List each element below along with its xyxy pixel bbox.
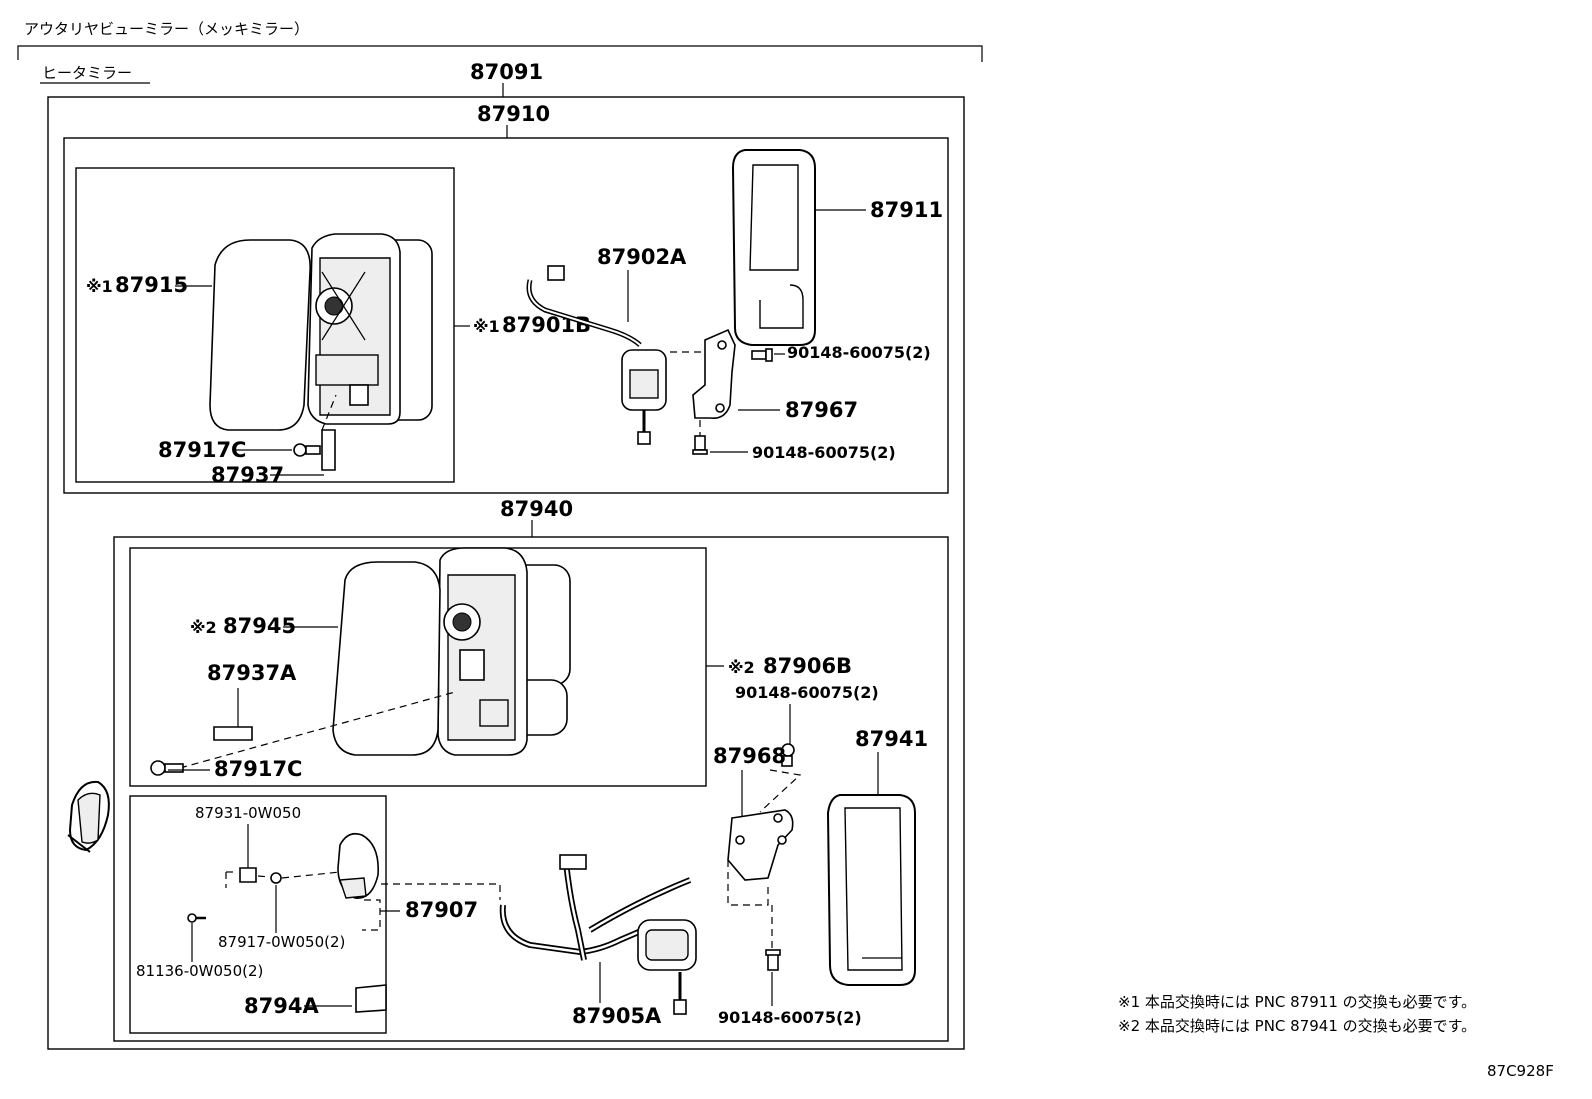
- note-mark-1-87901B: ※1: [473, 317, 500, 336]
- nut-87917-0W050: [270, 872, 282, 884]
- label-87931-0W050: 87931-0W050: [195, 804, 301, 822]
- label-87917-0W050: 87917-0W050(2): [218, 933, 345, 951]
- label-87911: 87911: [870, 198, 943, 222]
- label-81136-0W050: 81136-0W050(2): [136, 962, 263, 980]
- bracket-87937A: [213, 726, 253, 741]
- diagram-subtitle: ヒータミラー: [42, 64, 132, 82]
- assembly-box-87910: [63, 137, 949, 494]
- footnote-1: ※1 本品交換時には PNC 87911 の交換も必要です。: [1118, 993, 1476, 1011]
- harness-87905A: [499, 854, 697, 1015]
- subassembly-box-87901B: [75, 167, 455, 483]
- label-87940: 87940: [500, 497, 573, 521]
- screw-90148-upper-a: [751, 348, 773, 362]
- screw-87917C-upper: [293, 443, 321, 457]
- bracket-87968: [727, 809, 794, 881]
- label-87091: 87091: [470, 60, 543, 84]
- mirror-glass-87915: [209, 239, 311, 431]
- label-87917C-lower: 87917C: [214, 757, 302, 781]
- label-87906B: 87906B: [763, 654, 852, 678]
- diagram-title: アウタリヤビューミラー（メッキミラー）: [24, 20, 309, 38]
- assembly-box-87940: [113, 536, 949, 1042]
- mirror-glass-87945: [332, 561, 441, 756]
- cover-87941: [826, 794, 916, 986]
- subassembly-box-lamp: [129, 795, 387, 1034]
- mirror-head-lower: [437, 547, 571, 756]
- note-mark-2-87906B: ※2: [728, 658, 755, 677]
- mirror-head-upper: [307, 233, 433, 425]
- label-90148-lower-c: 90148-60075(2): [735, 683, 879, 702]
- screw-90148-lower-d: [765, 949, 781, 971]
- bracket-87967: [692, 328, 736, 420]
- motor-87902A: [526, 265, 667, 445]
- screw-90148-upper-b: [692, 435, 708, 455]
- label-87901B: 87901B: [502, 313, 591, 337]
- note-mark-2-87945: ※2: [190, 618, 217, 637]
- label-87907: 87907: [405, 898, 478, 922]
- label-87905A: 87905A: [572, 1004, 662, 1028]
- label-90148-lower-d: 90148-60075(2): [718, 1008, 862, 1027]
- mirror-location-icon: [67, 780, 110, 853]
- note-mark-1-87915: ※1: [86, 277, 113, 296]
- label-87902A: 87902A: [597, 245, 687, 269]
- cover-87911: [731, 149, 816, 346]
- lamp-bracket-87931: [239, 867, 257, 883]
- screw-90148-lower-c: [781, 743, 795, 767]
- label-87937A: 87937A: [207, 661, 297, 685]
- assembly-box-87091: [47, 96, 965, 1050]
- label-87910: 87910: [477, 102, 550, 126]
- label-90148-upper-b: 90148-60075(2): [752, 443, 896, 462]
- label-87968: 87968: [713, 744, 786, 768]
- footnote-2: ※2 本品交換時には PNC 87941 の交換も必要です。: [1118, 1017, 1476, 1035]
- title-bracket: [17, 45, 983, 62]
- subassembly-box-87906B: [129, 547, 707, 787]
- lamp-housing-8794: [337, 832, 379, 899]
- bracket-87937: [321, 429, 336, 471]
- label-87945: 87945: [223, 614, 296, 638]
- label-87915: 87915: [115, 273, 188, 297]
- lamp-cover-8794A: [355, 984, 387, 1013]
- label-87941: 87941: [855, 727, 928, 751]
- screw-81136-0W050: [187, 913, 206, 923]
- label-87967: 87967: [785, 398, 858, 422]
- label-87917C-upper: 87917C: [158, 438, 246, 462]
- label-90148-upper-a: 90148-60075(2): [787, 343, 931, 362]
- screw-87917C-lower: [150, 760, 184, 776]
- figure-code: 87C928F: [1487, 1062, 1554, 1080]
